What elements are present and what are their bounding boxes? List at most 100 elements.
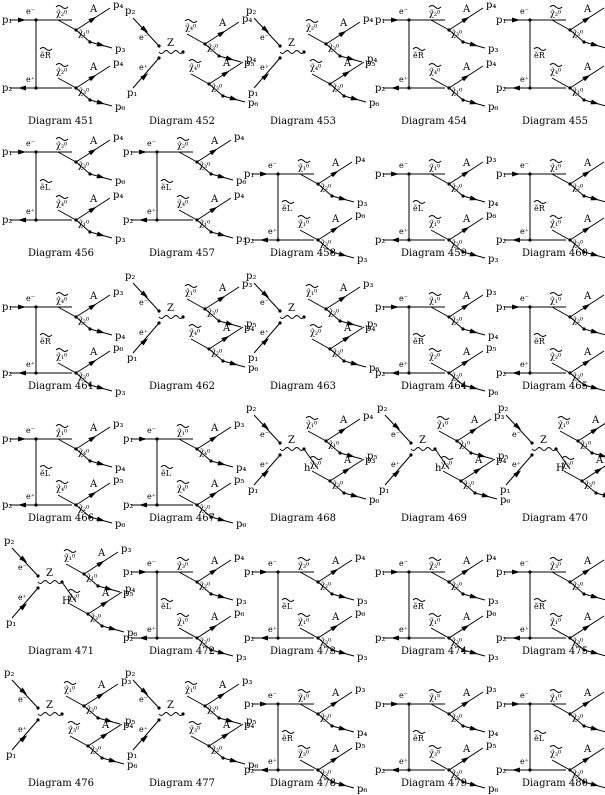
positron-line xyxy=(11,719,39,751)
arrow-icon xyxy=(512,304,520,310)
neutralino-label: χ̃₁⁰ xyxy=(199,219,210,228)
diagram-caption: Diagram 479 xyxy=(401,778,467,789)
momentum-label: p₃ xyxy=(488,254,498,265)
arrow-icon xyxy=(469,195,478,201)
neutralino-label: χ̃₁⁰ xyxy=(56,352,67,361)
vertex-dot xyxy=(155,503,159,507)
tilde-mark xyxy=(533,730,547,734)
arrow-icon xyxy=(96,173,105,179)
arrow-icon xyxy=(481,492,490,498)
photon-label: A xyxy=(89,136,98,147)
neutralino-label: χ̃₃⁰ xyxy=(429,749,440,758)
photon-label: A xyxy=(89,423,98,434)
neutralino-label: χ̃₁⁰ xyxy=(86,573,97,582)
momentum-label: p₂ xyxy=(125,6,135,17)
momentum-label: p₄ xyxy=(486,552,496,563)
arrow-icon xyxy=(582,226,591,234)
neutralino-line xyxy=(430,229,450,241)
momentum-label: p₄ xyxy=(236,463,246,474)
tilde-mark xyxy=(281,200,295,204)
arrow-icon xyxy=(342,467,351,475)
boson-label: Z xyxy=(46,700,53,711)
vertex-dot xyxy=(34,503,38,507)
arrow-icon xyxy=(346,320,355,326)
neutralino-label: χ̃₁⁰ xyxy=(550,219,561,228)
arrow-icon xyxy=(346,452,355,458)
photon-label: A xyxy=(331,556,340,567)
neutralino-label: χ̃₂⁰ xyxy=(441,460,452,469)
neutralino-line xyxy=(75,372,91,386)
momentum-label: p₂ xyxy=(498,403,508,414)
neutralino-label: χ̃₁⁰ xyxy=(298,163,309,172)
vertex-dot xyxy=(278,44,282,48)
electron-line xyxy=(505,414,533,444)
electron-label: e⁻ xyxy=(26,139,35,148)
momentum-label: p₅ xyxy=(486,343,496,354)
momentum-label: p₄ xyxy=(125,584,135,595)
arrow-icon xyxy=(225,320,234,326)
neutralino-label: χ̃₄⁰ xyxy=(429,67,440,76)
neutralino-line xyxy=(69,735,89,747)
neutralino-line xyxy=(83,573,99,587)
arrow-icon xyxy=(261,25,270,33)
photon-label: A xyxy=(339,415,348,426)
neutralino-label: χ̃₂⁰ xyxy=(199,581,210,590)
neutralino-label: χ̃₃⁰ xyxy=(328,43,339,52)
neutralino-label: χ̃₁⁰ xyxy=(572,87,583,96)
neutralino-label: χ̃₁⁰ xyxy=(298,617,309,626)
diagram-caption: Diagram 464 xyxy=(401,381,467,392)
positron-line xyxy=(253,454,281,486)
neutralino-label: χ̃₁⁰ xyxy=(56,428,67,437)
momentum-label: p₄ xyxy=(115,463,125,474)
neutralino-label: χ̃₃⁰ xyxy=(451,637,462,646)
positron-label: e⁺ xyxy=(147,207,156,216)
neutralino-label: χ̃₃⁰ xyxy=(320,239,331,248)
neutralino-label: χ̃₁⁰ xyxy=(298,219,309,228)
arrow-icon xyxy=(209,435,218,443)
arrow-icon xyxy=(461,74,470,82)
arrow-icon xyxy=(19,735,28,743)
neutralino-line xyxy=(569,29,585,43)
momentum-label: p₅ xyxy=(486,740,496,751)
neutralino-line xyxy=(196,504,212,518)
positron-label: e⁺ xyxy=(26,75,35,84)
tilde-mark xyxy=(549,348,563,352)
boson-label: Z xyxy=(540,435,547,446)
tilde-mark xyxy=(39,179,53,183)
momentum-label: p₂ xyxy=(2,368,12,379)
arrow-icon xyxy=(217,593,226,599)
tilde-mark xyxy=(412,200,426,204)
positron-label: e⁺ xyxy=(18,593,27,602)
arrow-icon xyxy=(140,338,149,346)
tilde-mark xyxy=(428,5,442,9)
electron-label: e⁻ xyxy=(26,294,35,303)
tilde-mark xyxy=(428,689,442,693)
momentum-label: p₆ xyxy=(357,784,367,795)
arrow-icon xyxy=(391,237,399,243)
neutralino-line xyxy=(69,603,89,615)
tilde-mark xyxy=(39,465,53,469)
photon-label: A xyxy=(470,415,479,426)
neutralino-label: χ̃₃⁰ xyxy=(451,239,462,248)
momentum-label: p₃ xyxy=(115,44,125,55)
neutralino-label: χ̃₃⁰ xyxy=(199,637,210,646)
higgs-label: h xyxy=(304,463,311,474)
boson-label: Z xyxy=(419,435,426,446)
tilde-mark xyxy=(428,215,442,219)
photon-label: A xyxy=(222,720,231,731)
arrow-icon xyxy=(338,30,347,38)
momentum-label: p₂ xyxy=(375,633,385,644)
momentum-label: p₂ xyxy=(496,368,506,379)
arrow-icon xyxy=(88,148,97,156)
tilde-mark xyxy=(184,681,198,685)
momentum-label: p₄ xyxy=(357,728,367,739)
vertex-dot xyxy=(409,441,413,445)
diagram-caption: Diagram 476 xyxy=(28,778,94,789)
photon-label: A xyxy=(89,194,98,205)
neutralino-line xyxy=(317,769,333,783)
momentum-label: p₃ xyxy=(234,419,244,430)
tilde-mark xyxy=(549,159,563,163)
